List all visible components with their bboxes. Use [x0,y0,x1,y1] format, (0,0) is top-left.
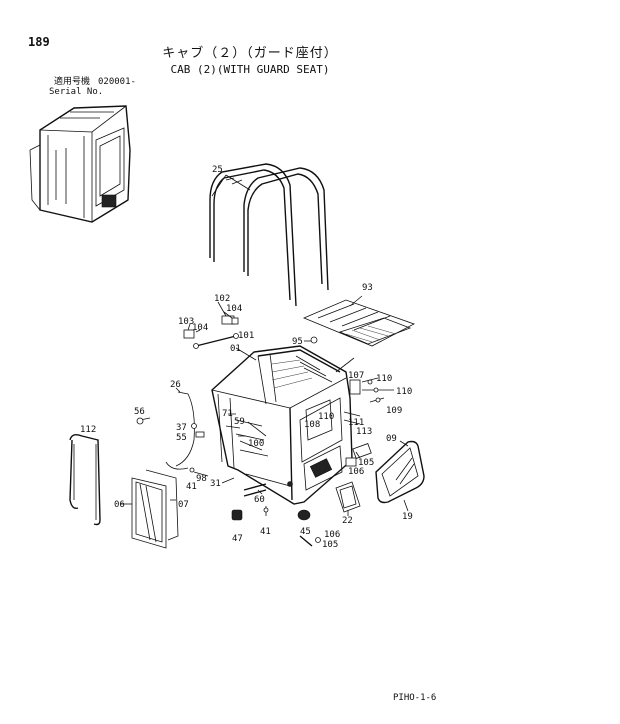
callout-label: 41 [260,527,271,537]
callout-labels: 25 93 102 104 103 104 101 01 95 26 56 10… [80,165,413,550]
callout-label: 102 [214,294,230,304]
callout-label: 113 [356,427,372,437]
guard-bars-25 [209,163,329,307]
callout-label: 107 [348,371,364,381]
callout-label: 47 [232,534,243,544]
serial-label-english: Serial No. [49,87,104,97]
callout-label: 41 [186,482,197,492]
callout-label: 98 [196,474,207,484]
window-09-19 [375,440,425,504]
callout-label: 110 [396,387,412,397]
side-glass-06-07 [131,469,179,549]
page-title-japanese: キャブ（２）（ガード座付） [162,46,338,61]
callout-label: 71 [222,409,233,419]
serial-number-range: 020001- [98,77,136,87]
wire-loop [165,461,189,470]
callout-label: 108 [304,420,320,430]
callout-label: 31 [210,479,221,489]
callout-label: 01 [230,344,241,354]
callout-label: 110 [318,412,334,422]
callout-label: 106 [348,467,364,477]
callout-label: 09 [386,434,397,444]
callout-label: 109 [386,406,402,416]
callout-label: 106 [324,530,340,540]
page-reference-code: PIHO-1-6 [393,693,437,703]
callout-label: 45 [300,527,311,537]
right-fasteners [343,377,394,467]
cab-thumbnail-illustration [29,105,131,223]
callout-label: 59 [234,417,245,427]
left-fasteners [136,413,246,473]
callout-label: 93 [362,283,373,293]
callout-label: 95 [292,337,303,347]
callout-label: 104 [192,323,208,333]
callout-label: 55 [176,433,187,443]
callout-label: 60 [254,495,265,505]
callout-label: 105 [322,540,338,550]
hinge-hardware [183,315,318,349]
bottom-hardware [231,483,321,547]
callout-label: 101 [238,331,254,341]
roof-panel-93 [302,299,415,347]
callout-label: 110 [376,374,392,384]
callout-label: 105 [358,458,374,468]
callout-label: 103 [178,317,194,327]
plate-22 [335,481,361,513]
callout-label: 104 [226,304,242,314]
callout-label: 07 [178,500,189,510]
callout-label: 56 [134,407,145,417]
callout-label: 111 [348,418,364,428]
callout-label: 06 [114,500,125,510]
page-number: 189 [28,35,50,49]
callout-label: 112 [80,425,96,435]
callout-label: 100 [248,439,264,449]
page-title-english: CAB (2)(WITH GUARD SEAT) [170,63,330,76]
cab-frame-main [211,345,353,505]
serial-label-japanese: 適用号機 [54,77,91,87]
wire-26 [175,391,195,467]
seal-strip-112 [69,433,101,526]
callout-label: 22 [342,516,353,526]
callout-label: 25 [212,165,223,175]
leader-lines [120,174,409,516]
callout-label: 19 [402,512,413,522]
callout-label: 37 [176,423,187,433]
callout-label: 26 [170,380,181,390]
